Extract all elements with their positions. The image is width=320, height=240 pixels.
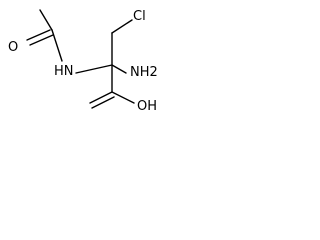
bond-chloromethyl-chlorine	[111, 19, 133, 34]
bond-methyl-carbonyl	[39, 9, 53, 31]
nitrogen-amide-label: HN	[54, 64, 74, 79]
bond-nitrogen-alpha	[75, 64, 113, 74]
oxygen-carbonyl-label: O	[8, 40, 18, 55]
chlorine-label: Cl	[133, 9, 146, 24]
bond-carboxyl-double-1	[89, 91, 113, 104]
hydroxyl-label: OH	[137, 99, 157, 114]
bond-carbonyl-double-1	[26, 29, 51, 41]
molecule-drawing: O HN Cl NH2 OH	[8, 9, 158, 114]
nitrogen-amine-label: NH2	[130, 65, 158, 80]
bond-carbonyl-double-2	[29, 34, 54, 46]
bond-carboxyl-hydroxyl	[111, 91, 135, 104]
bond-carboxyl-double-2	[91, 96, 115, 109]
structure-canvas: O HN Cl NH2 OH	[0, 0, 171, 141]
bond-alpha-amine	[111, 64, 127, 74]
bond-carbonyl-nitrogen	[51, 29, 63, 62]
